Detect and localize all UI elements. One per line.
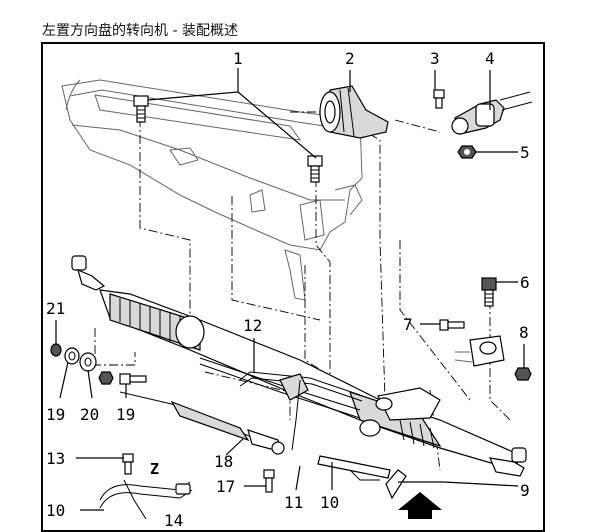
callout-7: 7 [403,315,413,334]
callout-z: Z [150,460,159,478]
bracket-nut [514,367,532,381]
exploded-assembly-diagram: 1 2 3 4 5 6 7 8 9 10 10 11 12 13 14 17 1… [46,49,533,530]
clamp-screw [433,89,445,109]
callout-21: 21 [46,299,65,318]
callout-9: 9 [520,481,530,500]
tube-bracket-screw [122,453,134,475]
steering-rack-housing [99,289,521,471]
clamp-bracket [454,335,505,367]
callout-17: 17 [216,477,235,496]
callout-6: 6 [520,273,530,292]
callout-5: 5 [520,143,530,162]
callout-14: 14 [164,511,183,530]
callout-4: 4 [485,49,495,68]
direction-arrow [398,492,442,519]
callout-10-right: 10 [320,493,339,512]
steering-column-boot [319,85,389,139]
right-tie-rod-end [489,447,527,477]
washer-stack [50,343,147,385]
tube-bolt [263,469,275,493]
return-pipe-lower [99,479,193,520]
left-tie-rod-end [71,255,106,291]
callout-18: 18 [214,452,233,471]
return-pipe-right [317,455,407,500]
callout-leaders [55,68,525,511]
callout-19-left: 19 [46,405,65,424]
callout-13: 13 [46,449,65,468]
mounting-bolt-right [307,155,323,183]
callout-1: 1 [233,49,243,68]
callout-3: 3 [430,49,440,68]
nut [457,145,477,159]
hydraulic-lines [199,357,363,451]
diagram-frame [41,42,545,532]
bracket-bolt [481,277,497,307]
callout-12: 12 [243,316,262,335]
universal-joint [451,91,533,135]
callout-2: 2 [345,49,355,68]
callout-19-right: 19 [116,405,135,424]
mounting-bolt-left [133,95,149,123]
assembly-lines [94,111,511,471]
callout-20: 20 [80,405,99,424]
cooling-tube [119,391,285,455]
subframe-crossmember [61,79,363,301]
callout-10-left: 10 [46,501,65,520]
callout-8: 8 [519,323,529,342]
bracket-screw [439,319,465,331]
page-title: 左置方向盘的转向机 - 装配概述 [42,23,238,39]
callout-11: 11 [284,493,303,512]
